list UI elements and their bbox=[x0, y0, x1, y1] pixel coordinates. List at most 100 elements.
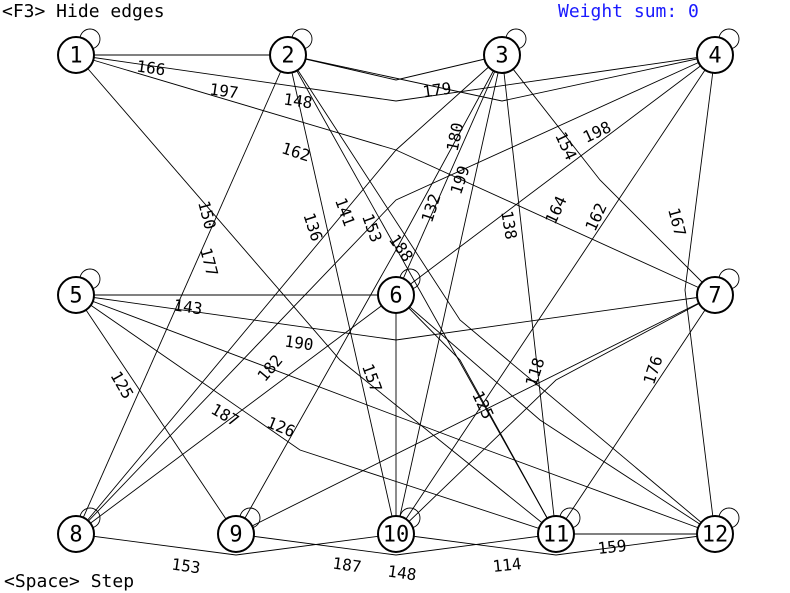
graph-node-5[interactable]: 5 bbox=[57, 276, 95, 314]
edge-weight-label: 188 bbox=[385, 231, 417, 266]
edge-7-11 bbox=[555, 294, 716, 535]
node-label: 10 bbox=[383, 523, 410, 548]
edge-3-9 bbox=[235, 54, 503, 535]
edge-weight-label: 126 bbox=[264, 413, 298, 441]
node-circle bbox=[377, 515, 415, 553]
edge-3-11 bbox=[501, 54, 557, 535]
edge-weight-label: 118 bbox=[521, 355, 548, 388]
graph-node-4[interactable]: 4 bbox=[696, 36, 734, 74]
node-label: 6 bbox=[389, 284, 402, 309]
node-label: 12 bbox=[702, 523, 729, 548]
edge-2-12 bbox=[287, 54, 716, 535]
edge-4-10 bbox=[395, 54, 716, 535]
self-loop-layer bbox=[79, 28, 740, 529]
edge-6-12 bbox=[395, 294, 716, 535]
edge-3-7 bbox=[501, 54, 716, 296]
weight-sum-readout: Weight sum: 0 bbox=[558, 1, 699, 22]
edge-2-4 bbox=[287, 54, 716, 102]
graph-node-1[interactable]: 1 bbox=[57, 36, 95, 74]
edge-4-6 bbox=[395, 54, 716, 296]
edge-weight-label: 177 bbox=[196, 246, 222, 279]
edge-4-12 bbox=[684, 54, 716, 535]
node-label: 8 bbox=[69, 523, 82, 548]
edge-4-8 bbox=[75, 54, 716, 535]
edge-weight-label: 199 bbox=[446, 163, 473, 196]
edge-5-12 bbox=[75, 294, 716, 535]
graph-node-9[interactable]: 9 bbox=[217, 515, 255, 553]
node-label: 7 bbox=[708, 284, 721, 309]
edge-weight-label: 125 bbox=[107, 368, 138, 403]
edge-weight-label: 166 bbox=[135, 57, 166, 80]
edge-weight-label: 176 bbox=[639, 353, 666, 386]
edge-weight-label: 136 bbox=[299, 210, 326, 243]
node-circle bbox=[57, 276, 95, 314]
edge-1-11 bbox=[75, 54, 557, 535]
edge-2-10 bbox=[287, 54, 397, 535]
node-circle bbox=[537, 515, 575, 553]
edge-weight-label: 187 bbox=[331, 554, 362, 577]
graph-node-6[interactable]: 6 bbox=[377, 276, 415, 314]
edge-7-9 bbox=[235, 294, 716, 535]
edge-8-10 bbox=[75, 533, 397, 556]
node-label: 9 bbox=[229, 523, 242, 548]
node-circle bbox=[696, 515, 734, 553]
edge-weight-label: 114 bbox=[492, 554, 523, 576]
edge-weight-label: 125 bbox=[468, 388, 497, 422]
edge-weight-label: 150 bbox=[194, 199, 220, 232]
edge-weight-label: 197 bbox=[208, 80, 239, 103]
node-circle bbox=[217, 515, 255, 553]
edge-weight-label: 190 bbox=[283, 332, 314, 355]
edge-6-8 bbox=[75, 294, 397, 535]
edge-weight-label: 179 bbox=[421, 79, 452, 102]
node-label: 1 bbox=[69, 44, 82, 69]
graph-node-8[interactable]: 8 bbox=[57, 515, 95, 553]
edge-2-8 bbox=[75, 54, 289, 535]
node-label: 3 bbox=[495, 44, 508, 69]
edge-9-11 bbox=[235, 533, 557, 556]
node-label: 4 bbox=[708, 44, 721, 69]
node-circle bbox=[377, 276, 415, 314]
edge-weight-label: 157 bbox=[358, 361, 386, 395]
graph-node-7[interactable]: 7 bbox=[696, 276, 734, 314]
edge-3-6 bbox=[395, 54, 503, 296]
graph-node-2[interactable]: 2 bbox=[269, 36, 307, 74]
edge-6-11 bbox=[395, 294, 557, 535]
edge-1-4 bbox=[75, 54, 716, 102]
node-circle bbox=[57, 36, 95, 74]
node-circle bbox=[696, 36, 734, 74]
edge-10-12 bbox=[395, 533, 716, 556]
edge-weight-label: 153 bbox=[358, 211, 386, 245]
graph-node-3[interactable]: 3 bbox=[483, 36, 521, 74]
graph-node-12[interactable]: 12 bbox=[696, 515, 734, 553]
edge-7-10 bbox=[395, 294, 716, 535]
node-label: 5 bbox=[69, 284, 82, 309]
edge-weight-label: 148 bbox=[386, 562, 417, 585]
node-circle bbox=[57, 515, 95, 553]
edge-1-7 bbox=[75, 54, 716, 296]
edge-weight-label: 164 bbox=[541, 193, 570, 227]
edge-weight-label: 187 bbox=[208, 400, 243, 431]
graph-node-11[interactable]: 11 bbox=[537, 515, 575, 553]
graph-node-10[interactable]: 10 bbox=[377, 515, 415, 553]
node-circle bbox=[483, 36, 521, 74]
edge-weight-label: 154 bbox=[551, 129, 580, 163]
edge-3-10 bbox=[395, 54, 503, 535]
step-hint: <Space> Step bbox=[4, 571, 135, 592]
edge-layer bbox=[75, 54, 716, 556]
edge-weight-label: 159 bbox=[597, 536, 628, 558]
edge-5-11 bbox=[75, 294, 557, 535]
edge-2-3 bbox=[287, 54, 503, 81]
node-label: 11 bbox=[543, 523, 570, 548]
edge-5-9 bbox=[75, 294, 237, 535]
edge-weight-label: 143 bbox=[172, 296, 203, 319]
edge-weight-label: 132 bbox=[417, 191, 444, 224]
hide-edges-hint: <F3> Hide edges bbox=[2, 1, 165, 22]
node-label: 2 bbox=[281, 44, 294, 69]
edge-2-11 bbox=[287, 54, 557, 535]
node-circle bbox=[696, 276, 734, 314]
edge-weight-label: 180 bbox=[443, 121, 468, 153]
edge-weight-label: 162 bbox=[581, 200, 610, 234]
